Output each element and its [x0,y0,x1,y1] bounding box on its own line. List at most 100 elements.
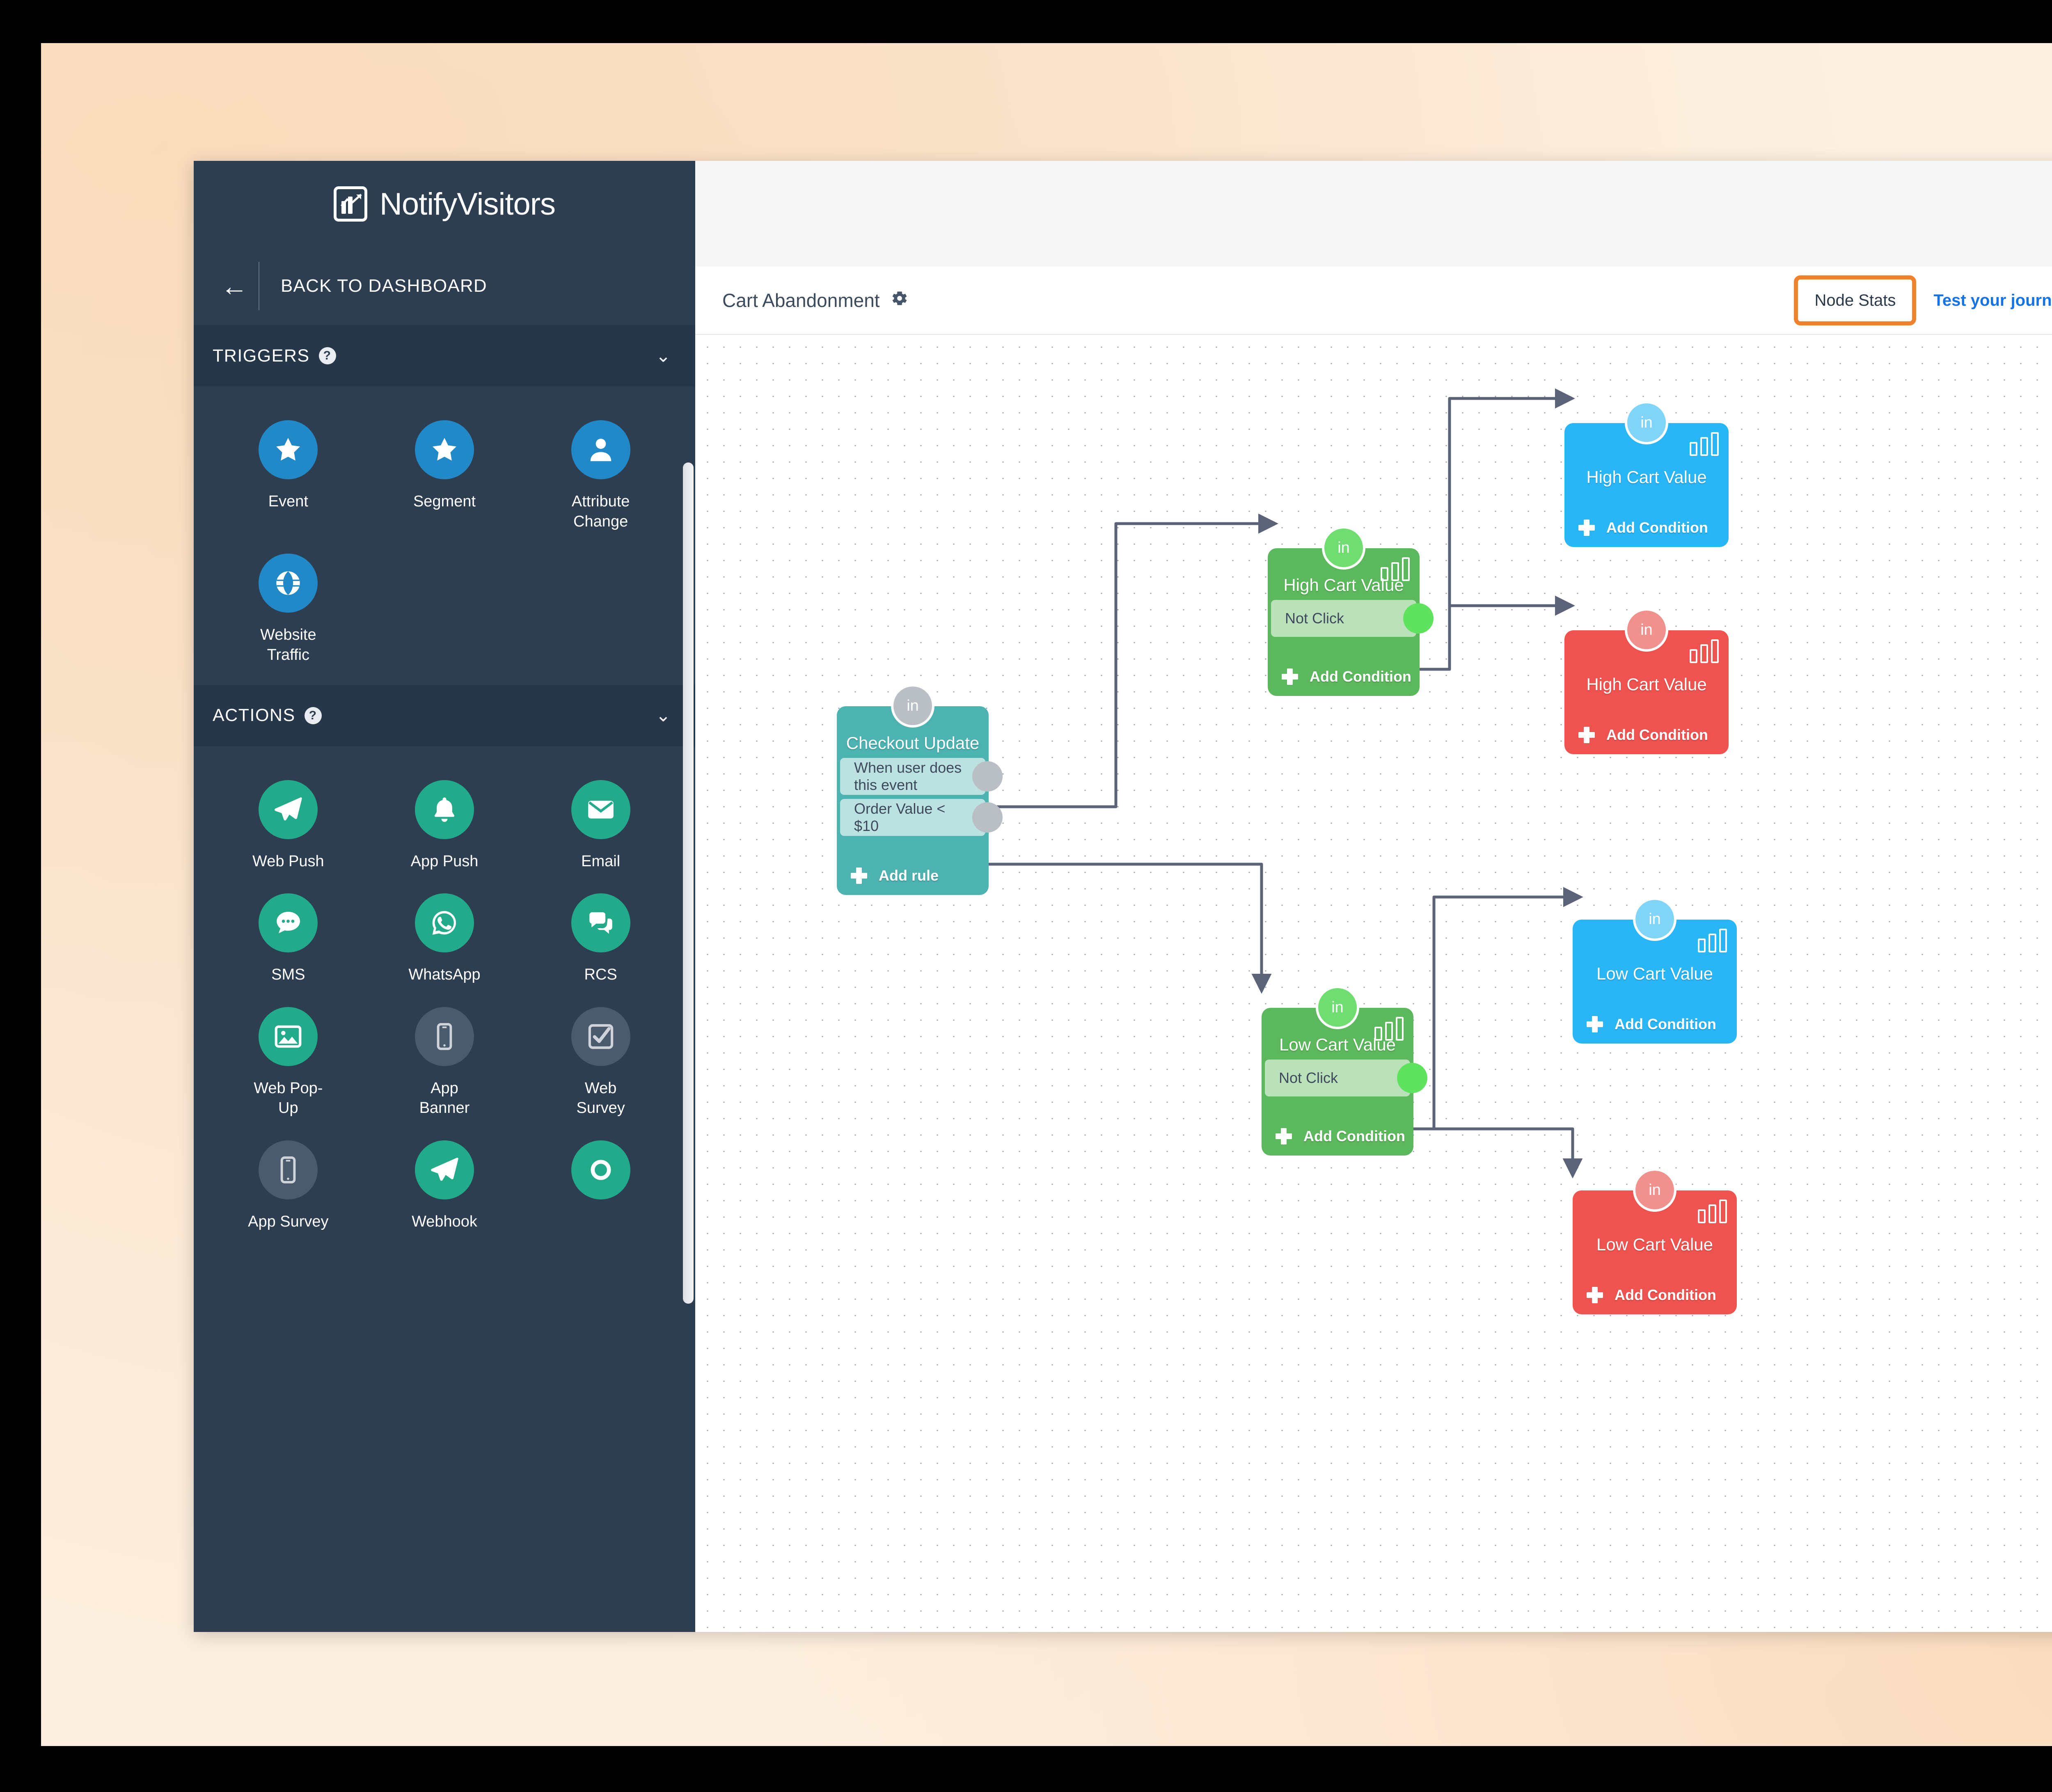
sidebar-tile-label: Email [581,852,621,870]
node-title: Checkout Update [846,733,980,753]
paper-plane-icon [259,780,318,839]
sidebar-tile-event[interactable]: Event [210,409,366,540]
test-your-journey-link[interactable]: Test your journey [1933,291,2052,309]
journey-name: Cart Abandonment [722,290,880,311]
node-stats-button[interactable]: Node Stats [1794,275,1917,325]
sidebar-tile-label: App Survey [248,1213,329,1230]
sidebar-tile-email[interactable]: Email [522,769,679,881]
sidebar-tile-app-survey[interactable]: App Survey [210,1129,366,1241]
node-stats-icon[interactable] [1374,1017,1404,1041]
sidebar-tile-label: RCS [584,966,617,984]
sidebar-tile-label: App Banner [419,1079,470,1117]
user-icon [571,420,630,479]
sidebar-tile-rcs[interactable]: RCS [522,882,679,994]
node-rule[interactable]: When user does this event [840,758,985,795]
node-add-button[interactable]: Add Condition [1564,726,1708,744]
sidebar-tile-web-survey[interactable]: Web Survey [522,996,679,1127]
node-output-port[interactable] [1403,603,1434,634]
node-output-port[interactable] [972,802,1003,833]
sidebar-tile-app-banner[interactable]: App Banner [366,996,523,1127]
node-stats-icon[interactable] [1698,929,1727,952]
sidebar-tile-extra[interactable] [522,1129,679,1241]
section-header-actions[interactable]: ACTIONS ? ⌄ [194,684,695,746]
sidebar-tile-segment[interactable]: Segment [366,409,523,540]
node-stats-icon[interactable] [1690,639,1719,663]
back-to-dashboard-label: BACK TO DASHBOARD [281,276,487,296]
node-output-port[interactable] [1397,1063,1427,1093]
sidebar-tile-sms[interactable]: SMS [210,882,366,994]
chevron-down-icon[interactable]: ⌄ [655,346,671,366]
sidebar-tile-web-push[interactable]: Web Push [210,769,366,881]
node-in-badge: in [1316,986,1359,1029]
sidebar-scrollbar[interactable] [683,462,694,1304]
envelope-icon [571,780,630,839]
help-icon[interactable]: ? [304,707,322,724]
checkbox-icon [571,1007,630,1066]
node-add-button[interactable]: Add Condition [1268,668,1411,685]
node-add-button[interactable]: Add Condition [1564,519,1708,536]
sidebar-tile-app-push[interactable]: App Push [366,769,523,881]
whatsapp-icon [415,893,474,953]
node-rule[interactable]: Not Click [1265,1060,1410,1096]
circle-icon [571,1140,630,1199]
sidebar-tile-label: SMS [271,966,305,984]
mobile-icon [259,1140,318,1199]
node-add-button[interactable]: Add Condition [1262,1128,1405,1145]
node-add-button[interactable]: Add Condition [1573,1286,1716,1304]
node-in-badge: in [891,684,934,728]
sidebar-tile-label: WhatsApp [408,966,481,984]
section-label-actions: ACTIONS [213,705,295,725]
node-stats-icon[interactable] [1381,557,1410,581]
node-rule[interactable]: Not Click [1271,600,1416,637]
notifyvisitors-logo-icon [333,186,367,222]
node-output-port[interactable] [972,761,1003,792]
sidebar-tile-website-traffic[interactable]: Website Traffic [210,542,366,674]
section-header-triggers[interactable]: TRIGGERS ? ⌄ [194,325,695,387]
globe-icon [259,554,318,613]
sidebar-tile-webhook[interactable]: Webhook [366,1129,523,1241]
node-add-label: Add Condition [1310,668,1411,685]
node-add-label: Add Condition [1606,519,1708,536]
help-icon[interactable]: ? [318,347,336,364]
node-add-button[interactable]: Add Condition [1573,1016,1716,1033]
node-in-badge: in [1625,401,1668,444]
node-add-label: Add Condition [1606,726,1708,743]
main-area: Explore demo account ⌄ Need Help? ⌄ [695,161,2052,1632]
chat-bubble-icon [259,893,318,953]
node-rule[interactable]: Order Value < $10 [840,799,985,836]
journey-toolbar: Cart Abandonment Node Stats Test your jo… [695,267,2052,335]
gear-icon[interactable] [891,289,909,312]
back-to-dashboard[interactable]: ← BACK TO DASHBOARD [194,247,695,325]
back-arrow-icon: ← [221,271,248,301]
sidebar-tile-attribute-change[interactable]: Attribute Change [522,409,679,540]
chevron-down-icon[interactable]: ⌄ [655,705,671,725]
mobile-icon [415,1007,474,1066]
sidebar-tile-web-pop-up[interactable]: Web Pop-Up [210,996,366,1127]
connector-edges [989,388,1583,1179]
sidebar-tile-whatsapp[interactable]: WhatsApp [366,882,523,994]
node-add-button[interactable]: Add rule [837,867,939,884]
node-stats-icon[interactable] [1690,432,1719,456]
sidebar-tile-label: Segment [413,493,476,510]
plus-icon [1282,668,1298,685]
sidebar-tile-label: Event [268,493,308,510]
journey-title: Cart Abandonment [695,289,909,312]
node-in-badge: in [1322,526,1365,570]
star-icon [259,420,318,479]
image-icon [259,1007,318,1066]
node-stats-icon[interactable] [1698,1199,1727,1223]
sidebar-tile-label: Web Push [252,852,324,870]
brand-logo[interactable]: NotifyVisitors [194,161,695,247]
node-add-label: Add Condition [1615,1286,1716,1303]
node-title: Low Cart Value [1596,964,1713,983]
